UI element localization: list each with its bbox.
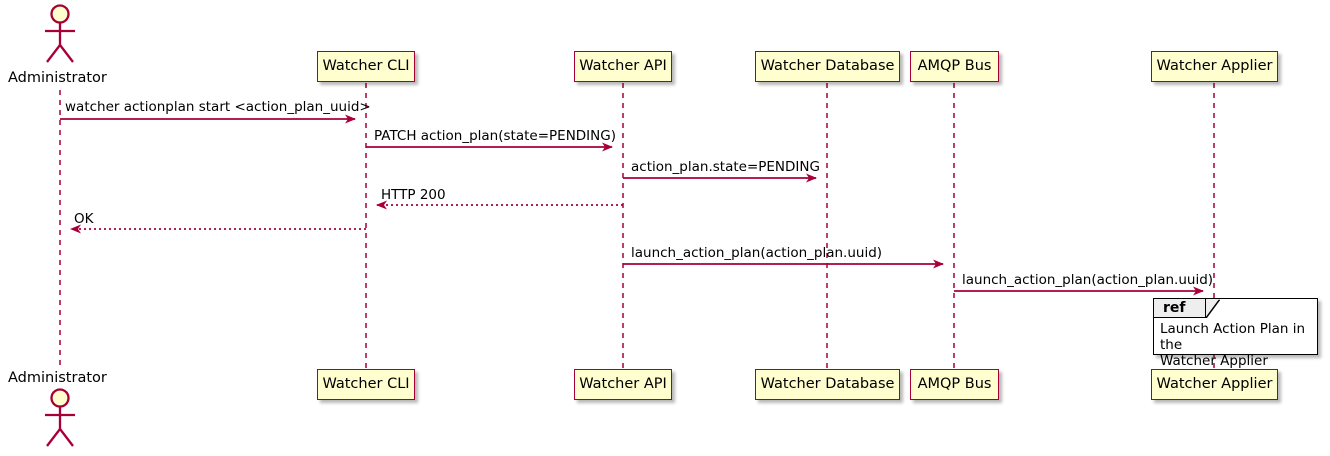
participant-box-watcher-applier-top[interactable]: Watcher Applier xyxy=(1151,51,1278,82)
participant-box-watcher-cli-top[interactable]: Watcher CLI xyxy=(317,51,415,82)
participant-box-watcher-api-bottom[interactable]: Watcher API xyxy=(574,369,672,400)
participant-box-watcher-database-top[interactable]: Watcher Database xyxy=(755,51,900,82)
participant-box-watcher-api-top[interactable]: Watcher API xyxy=(574,51,672,82)
ref-tab-corner-icon xyxy=(1206,299,1220,318)
ref-fragment-tab-label: ref xyxy=(1154,299,1206,318)
message-label-m4: HTTP 200 xyxy=(381,187,446,203)
actor-label-administrator-top: Administrator xyxy=(8,70,107,86)
lifeline-group xyxy=(59,83,1215,370)
ref-fragment[interactable]: ref Launch Action Plan in the Watcher Ap… xyxy=(1153,298,1318,369)
message-label-m6: launch_action_plan(action_plan.uuid) xyxy=(631,245,883,261)
ref-fragment-body: Launch Action Plan in the Watcher Applie… xyxy=(1160,321,1306,369)
participant-box-watcher-database-bottom[interactable]: Watcher Database xyxy=(755,369,900,400)
participant-box-watcher-applier-bottom[interactable]: Watcher Applier xyxy=(1151,369,1278,400)
participant-box-amqp-bus-bottom[interactable]: AMQP Bus xyxy=(910,369,999,400)
participant-box-watcher-cli-bottom[interactable]: Watcher CLI xyxy=(317,369,415,400)
actor-figure-top xyxy=(45,4,75,63)
message-label-m5: OK xyxy=(74,211,94,227)
message-label-m3: action_plan.state=PENDING xyxy=(631,159,820,175)
actor-figure-bottom xyxy=(45,388,75,447)
actor-label-administrator-bottom: Administrator xyxy=(8,370,107,386)
message-label-m7: launch_action_plan(action_plan.uuid) xyxy=(962,272,1214,288)
participant-box-amqp-bus-top[interactable]: AMQP Bus xyxy=(910,51,999,82)
message-label-m1: watcher actionplan start <action_plan_uu… xyxy=(65,99,371,115)
message-label-m2: PATCH action_plan(state=PENDING) xyxy=(374,128,616,144)
